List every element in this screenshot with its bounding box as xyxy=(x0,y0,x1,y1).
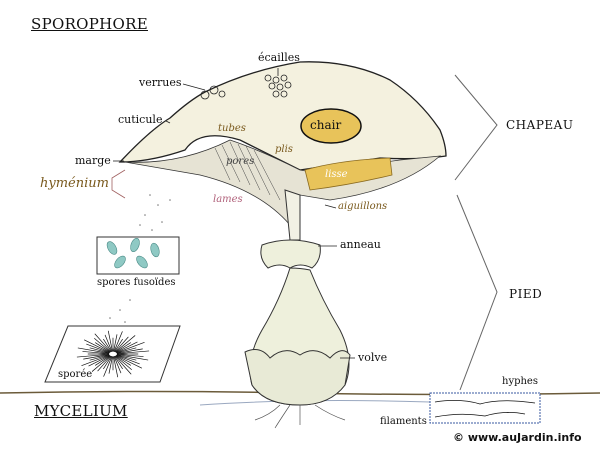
sporee-ray xyxy=(116,354,149,361)
sporee-ray xyxy=(103,356,112,370)
spores-fusoides-label: spores fusoïdes xyxy=(97,277,176,288)
sporee-ray xyxy=(94,338,111,353)
sporee-ray xyxy=(81,354,110,367)
sporee-ray xyxy=(83,339,110,353)
sporee-plate xyxy=(44,325,181,383)
sporee-ray xyxy=(82,351,110,355)
sporee-ray xyxy=(116,354,137,361)
sporee-ray xyxy=(103,338,112,352)
aiguillons-label: aiguillons xyxy=(338,201,388,212)
sporee-ray xyxy=(116,354,140,365)
sporee-ray xyxy=(116,350,150,355)
sporee-ray xyxy=(86,343,110,354)
sporee-ray xyxy=(89,347,110,354)
sporee-ray xyxy=(88,355,110,367)
sporee-ray xyxy=(116,355,143,369)
sporee-ray xyxy=(113,331,123,352)
chapeau-label: CHAPEAU xyxy=(506,118,574,132)
sporee-ray xyxy=(114,355,132,375)
sporee-ray xyxy=(107,330,113,352)
volve xyxy=(244,349,351,406)
volve-label: volve xyxy=(358,351,388,364)
sporee-ray xyxy=(116,341,145,354)
sporee-ray xyxy=(103,356,113,377)
cuticule-label: cuticule xyxy=(118,113,163,126)
sporee-ray xyxy=(114,338,123,352)
hyphes-label: hyphes xyxy=(502,376,538,387)
chapeau-bracket xyxy=(454,74,498,181)
sporee-ray xyxy=(113,356,122,374)
chair xyxy=(300,108,362,144)
anneau-label: anneau xyxy=(340,238,381,251)
sporee-ray xyxy=(113,356,119,378)
filaments-label: filaments xyxy=(380,416,427,427)
pores-label: pores xyxy=(226,156,255,167)
sporee-ray xyxy=(115,355,132,366)
ring xyxy=(260,239,321,269)
sporee-ray xyxy=(94,342,111,353)
sporee-ray xyxy=(90,355,111,373)
sporee-ray xyxy=(77,347,110,354)
sporee-ray xyxy=(116,347,137,354)
sporee-label: sporée xyxy=(58,369,93,380)
marge-label: marge xyxy=(75,154,111,167)
sporee-ray xyxy=(94,333,112,353)
sporee-ray xyxy=(89,354,110,361)
ecailles-label: écailles xyxy=(258,51,300,64)
lames-label: lames xyxy=(213,194,243,205)
gills xyxy=(124,139,442,227)
sporee-ray xyxy=(97,355,112,372)
sporee-ray xyxy=(116,341,138,353)
sporee-ray xyxy=(108,356,113,374)
cap xyxy=(118,61,447,171)
sporee-ray xyxy=(115,355,132,370)
mycelium-title: MYCELIUM xyxy=(34,402,128,420)
plis-label: plis xyxy=(275,144,293,155)
sporee-ray xyxy=(83,354,110,360)
tubes-label: tubes xyxy=(218,123,246,134)
lisse-label: lisse xyxy=(325,169,348,180)
chair-label: chair xyxy=(310,118,342,132)
sporee-ray xyxy=(114,336,129,353)
sporee-ray xyxy=(116,348,143,354)
sporee-ray xyxy=(104,334,113,352)
roots xyxy=(254,404,346,429)
sporee-ray xyxy=(115,335,136,353)
sporee-ray xyxy=(114,356,123,370)
sporee-ray xyxy=(76,353,110,358)
sporee-ray xyxy=(115,342,132,353)
sporee-ray xyxy=(113,334,118,352)
verrues-label: verrues xyxy=(139,76,182,89)
scales xyxy=(200,74,292,100)
stem xyxy=(284,189,301,241)
hymenium-label: hyménium xyxy=(40,176,109,191)
lisse-zone xyxy=(304,157,393,191)
pied-bracket xyxy=(456,194,498,391)
hyphes-box xyxy=(429,392,541,424)
sporee-ray xyxy=(116,353,144,357)
spore-dots xyxy=(109,194,171,323)
pied-label: PIED xyxy=(509,287,543,301)
sporophore-title: SPOROPHORE xyxy=(31,15,148,33)
sporee-ray xyxy=(94,355,111,366)
copyright: © www.auJardin.info xyxy=(453,431,582,444)
